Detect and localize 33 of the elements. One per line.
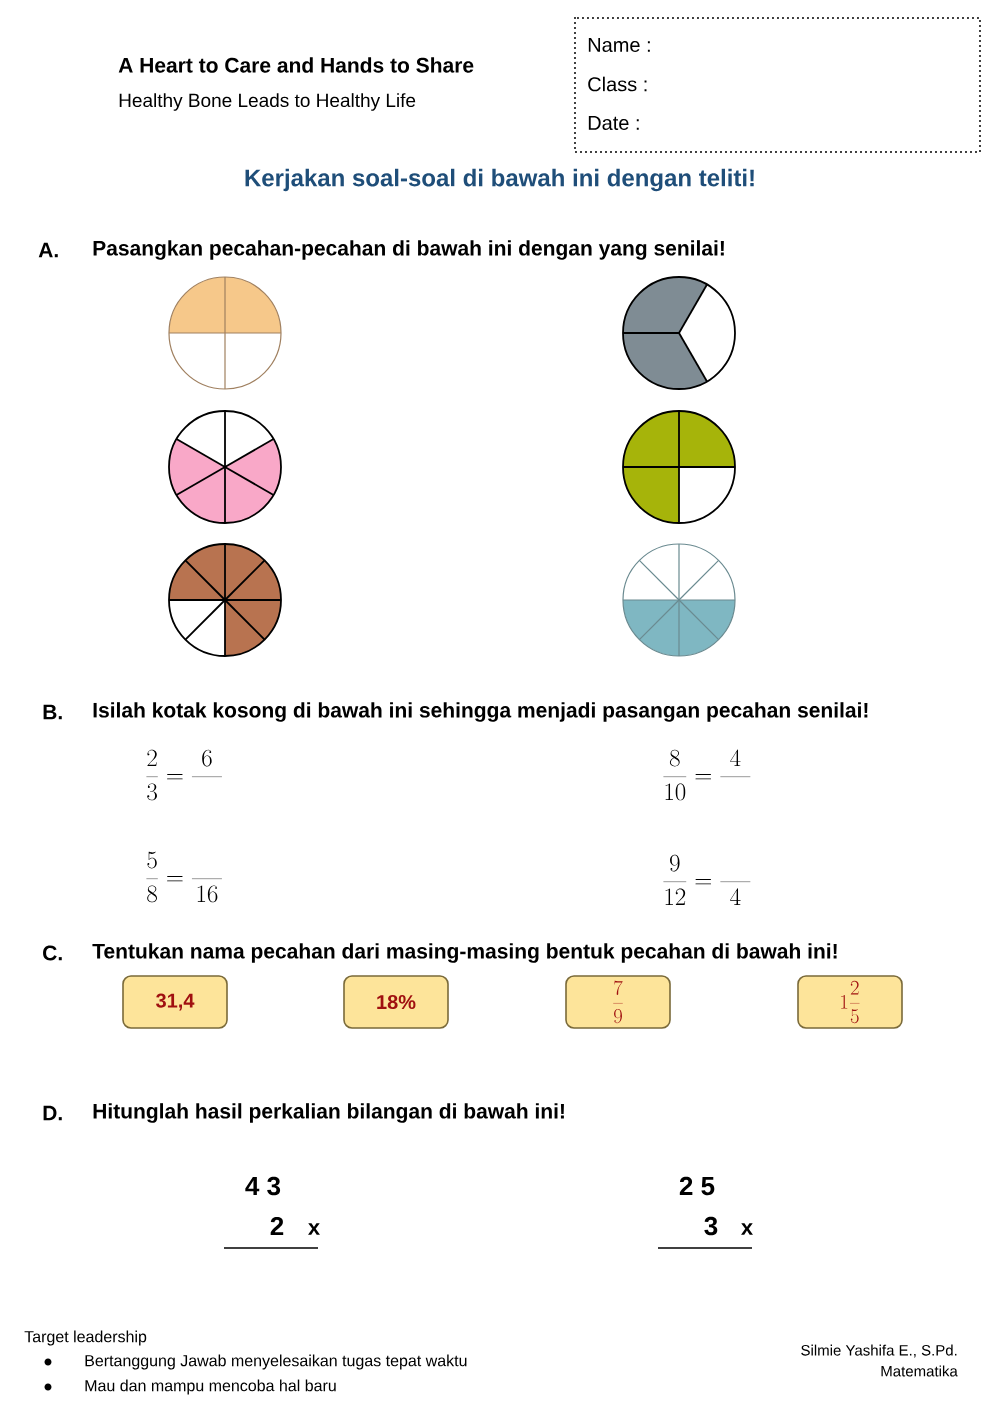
number: 2 5 (679, 1176, 715, 1196)
slogan-text: Healthy Bone Leads to Healthy Life (119, 93, 416, 111)
equation: $\frac{9}{12} = \frac{\quad}{4}$ (663, 854, 751, 905)
equation: $\frac{2}{3} = \frac{6}{\quad}$ (146, 749, 222, 801)
question-text: Tentukan nama pecahan dari masing-masing bentuk pecahan di bawah ini! (92, 943, 837, 963)
answer-card: 18% (343, 975, 449, 1029)
number: 3 (704, 1216, 718, 1236)
section-letter: B. (43, 704, 62, 720)
equation: $\frac{8}{10} = \frac{4}{\quad}$ (663, 749, 751, 801)
field-label: Name : (588, 38, 650, 52)
question-text: Pasangkan pecahan-pecahan di bawah ini dengan yang senilai! (93, 240, 724, 260)
equation: $\frac{5}{8} = \frac{\quad}{16}$ (146, 851, 222, 903)
section-letter: D. (43, 1105, 62, 1121)
field-label: Class : (588, 76, 647, 92)
subject-name: Matematika (881, 1365, 958, 1377)
bullet-item: Bertanggung Jawab menyelesaikan tugas tepat waktu (44, 1354, 467, 1370)
number: 4 3 (245, 1176, 281, 1196)
number: 2 (270, 1216, 284, 1236)
multiplication-sign: x (308, 1223, 320, 1235)
field-label: Date : (588, 116, 639, 130)
worksheet-title: Kerjakan soal-soal di bawah ini dengan teliti! (245, 168, 754, 192)
author-name: Silmie Yashifa E., S.Pd. (801, 1344, 957, 1358)
question-text: Hitunglah hasil perkalian bilangan di bawah ini! (93, 1103, 564, 1123)
motto-text: A Heart to Care and Hands to Share (118, 57, 474, 73)
answer-card: 31,4 (122, 975, 228, 1029)
answer-card: $\frac{7}{9}$ (565, 975, 671, 1029)
section-letter: C. (43, 945, 62, 961)
question-text: Isilah kotak kosong di bawah ini sehingga menjadi pasangan pecahan senilai! (93, 702, 868, 722)
section-letter: A. (38, 242, 58, 258)
answer-card: $1\frac{2}{5}$ (797, 975, 903, 1029)
multiplication-sign: x (741, 1223, 753, 1235)
bullet-item: Mau dan mampu mencoba hal baru (44, 1379, 336, 1395)
footer-heading: Target leadership (24, 1330, 147, 1346)
